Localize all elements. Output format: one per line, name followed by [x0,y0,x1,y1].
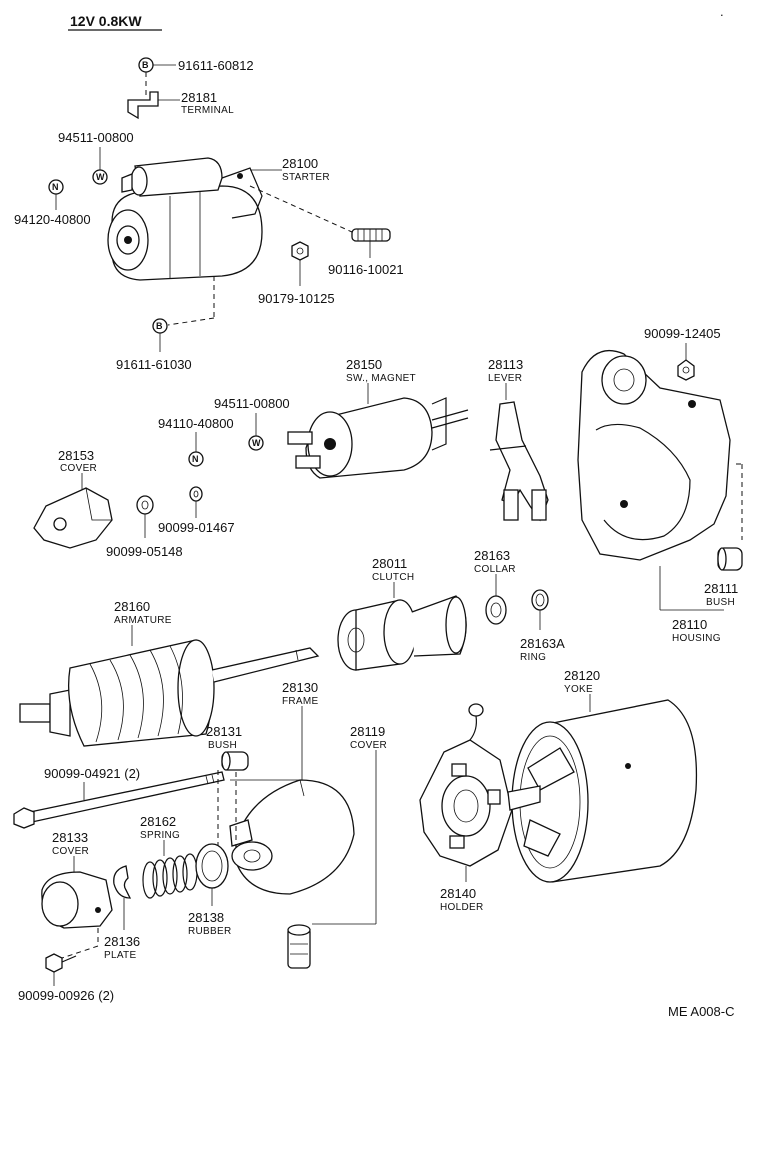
part-name-28131: BUSH [208,740,237,751]
part-number-28113: 28113 [488,357,523,372]
part-number-28163A: 28163A [520,636,565,651]
part-number-94511-00800-top: 94511-00800 [58,130,134,145]
armature-28160 [19,639,320,747]
part-name-28130: FRAME [282,696,319,707]
part-number-91611-61030: 91611-61030 [116,357,192,372]
corner-mark: . [720,4,724,19]
part-number-90099-01467: 90099-01467 [158,520,235,535]
part-number-28119: 28119 [350,724,385,739]
part-number-28130: 28130 [282,680,318,695]
part-name-28140: HOLDER [440,902,483,913]
part-name-28113: LEVER [488,373,522,384]
brush-holder-28140 [419,703,513,867]
diagram-title: 12V 0.8KW [70,13,142,29]
snap-ring-28163A [531,589,549,611]
part-number-28153: 28153 [58,448,94,463]
svg-text:N: N [192,454,199,464]
svg-text:W: W [252,438,261,448]
starter-assembly-drawing [107,157,263,281]
bolt-symbol-91611-61030: B [152,318,168,334]
seal-ring-90099-05148 [136,495,154,515]
dashed-guide-stud [249,185,353,233]
drawing-reference-code: ME A008-C [668,1004,734,1019]
collar-28163 [485,595,507,625]
part-name-28136: PLATE [104,950,136,961]
washer-symbol-top: W [92,169,108,185]
part-number-28111: 28111 [704,581,738,596]
part-number-28110: 28110 [672,617,707,632]
part-number-28160: 28160 [114,599,150,614]
nut-90179-10125 [291,241,309,261]
stud-bolt-90116-10021 [351,228,391,242]
drive-housing-28110 [577,349,731,561]
spring-28162 [142,853,198,899]
rubber-seal-28138 [195,843,229,889]
part-name-28120: YOKE [564,684,593,695]
nut-90099-12405 [677,359,695,381]
o-ring-90099-01467 [189,486,203,502]
part-number-90116-10021: 90116-10021 [328,262,404,277]
part-number-28133: 28133 [52,830,88,845]
svg-text:N: N [52,182,59,192]
part-name-28100: STARTER [282,172,330,183]
part-number-28136: 28136 [104,934,140,949]
yoke-28120 [507,699,698,883]
part-name-28162: SPRING [140,830,180,841]
part-name-28111: BUSH [706,597,735,608]
part-number-90099-12405: 90099-12405 [644,326,721,341]
part-name-28163A: RING [520,652,546,663]
part-number-28140: 28140 [440,886,476,901]
part-number-94511-00800-mid: 94511-00800 [214,396,290,411]
magnet-switch-28150 [287,397,469,479]
part-number-90099-05148: 90099-05148 [106,544,183,559]
part-number-28162: 28162 [140,814,176,829]
terminal-bracket-28181 [127,91,159,120]
end-cap-28119 [287,924,311,969]
part-number-90099-04921: 90099-04921 (2) [44,766,140,781]
part-name-28150: SW., MAGNET [346,373,416,384]
commutator-end-frame-28130 [229,779,355,895]
screw-90099-00926 [45,953,77,973]
svg-text:B: B [156,321,163,331]
part-number-94110-40800: 94110-40800 [158,416,234,431]
part-name-28133: COVER [52,846,89,857]
washer-symbol-mid: W [248,435,264,451]
part-name-28153: COVER [60,463,97,474]
drive-lever-28113 [489,401,549,522]
part-number-28131: 28131 [206,724,242,739]
end-cover-28133 [41,871,113,929]
part-number-28011: 28011 [372,556,407,571]
part-name-28160: ARMATURE [114,615,172,626]
clutch-28011 [337,595,467,671]
part-name-28181: TERMINAL [181,105,234,116]
part-number-28150: 28150 [346,357,382,372]
lock-plate-28136 [113,865,132,899]
svg-text:B: B [142,60,149,70]
part-number-28163: 28163 [474,548,510,563]
part-number-28120: 28120 [564,668,600,683]
nut-symbol-mid: N [188,451,204,467]
part-number-90099-00926: 90099-00926 (2) [18,988,114,1003]
part-name-28163: COLLAR [474,564,516,575]
part-number-94120-40800: 94120-40800 [14,212,91,227]
svg-text:W: W [96,172,105,182]
part-name-28110: HOUSING [672,633,721,644]
part-number-91611-60812: 91611-60812 [178,58,254,73]
part-name-28138: RUBBER [188,926,231,937]
part-number-90179-10125: 90179-10125 [258,291,335,306]
through-bolt-90099-04921 [13,771,225,829]
part-number-28138: 28138 [188,910,224,925]
part-name-28119: COVER [350,740,387,751]
part-number-28100: 28100 [282,156,318,171]
bush-28111 [717,547,743,571]
part-number-28181: 28181 [181,90,217,105]
part-name-28011: CLUTCH [372,572,414,583]
bolt-symbol-91611-60812: B [138,57,154,73]
bush-28131 [221,751,249,771]
nut-symbol-top: N [48,179,64,195]
terminal-cover-28153 [33,487,113,549]
